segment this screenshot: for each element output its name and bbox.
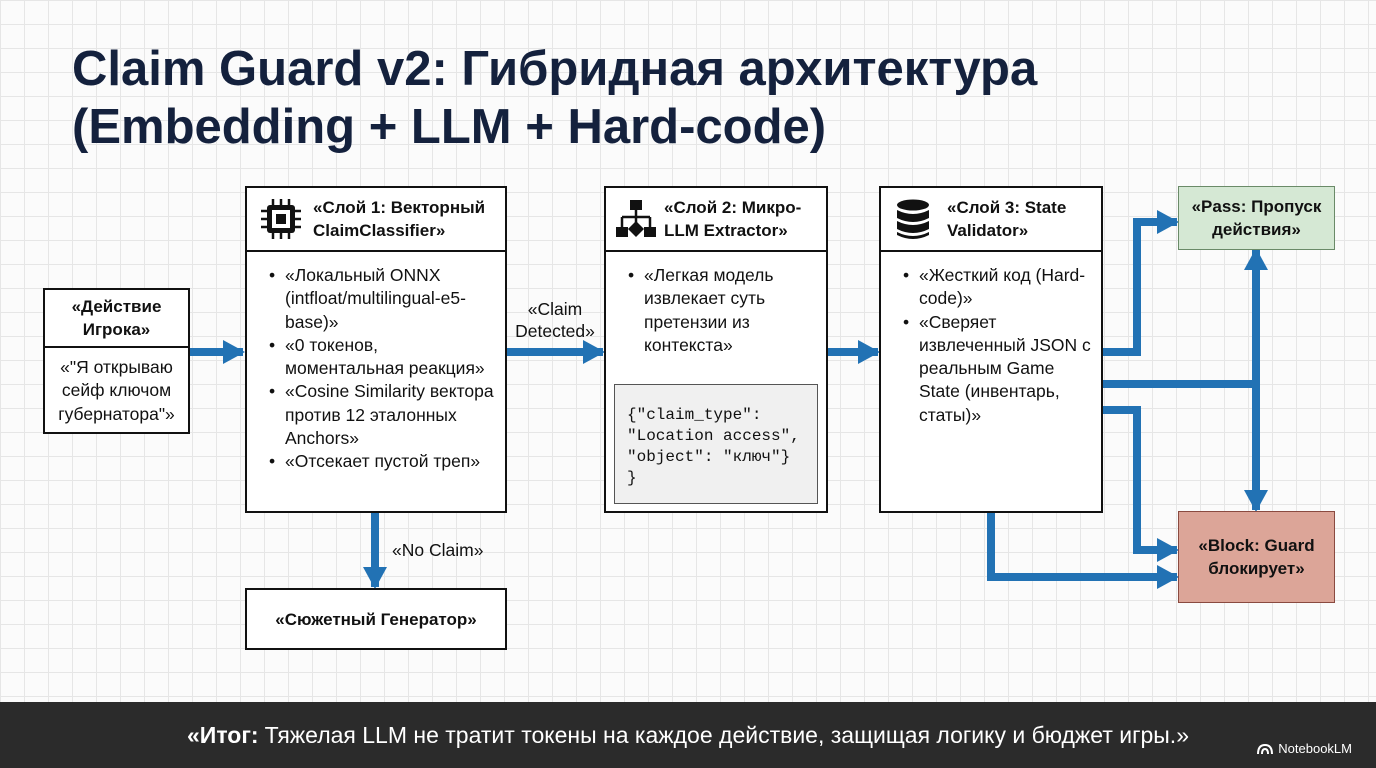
list-item: «Легкая модель извлекает суть претензии … [622, 264, 818, 357]
title-line-2: (Embedding + LLM + Hard-code) [72, 100, 827, 154]
arrow-layer3-to-pass [1102, 210, 1179, 356]
list-item: «Локальный ONNX (intfloat/multilingual-e… [263, 264, 497, 334]
block-box: «Block: Guard блокирует» [1178, 511, 1335, 603]
database-icon [897, 199, 929, 239]
chip-icon [261, 199, 301, 239]
player-action-box: «Действие Игрока» «"Я открываю сейф ключ… [43, 288, 190, 434]
pass-box: «Pass: Пропуск действия» [1178, 186, 1335, 250]
list-item: «0 токенов, моментальная реакция» [263, 334, 497, 381]
arrow-layer3-to-block-upper [1102, 406, 1179, 562]
title-line-1: Claim Guard v2: Гибридная архитектура [72, 42, 1038, 96]
layer2-header: «Слой 2: Микро-LLM Extractor» [606, 188, 826, 252]
footer-bold: «Итог: [187, 721, 259, 748]
page-title: Claim Guard v2: Гибридная архитектура (E… [72, 40, 1172, 156]
layer3-title: «Слой 3: State Validator» [947, 198, 1067, 240]
layer2-bullets: «Легкая модель извлекает суть претензии … [606, 252, 826, 357]
layer1-header: «Слой 1: Векторный ClaimClassifier» [247, 188, 505, 252]
layer2-title: «Слой 2: Микро-LLM Extractor» [664, 198, 802, 240]
code-snippet: {"claim_type": "Location access", "objec… [614, 384, 818, 504]
list-item: «Отсекает пустой треп» [263, 450, 497, 474]
layer3-box: «Слой 3: State Validator» «Жесткий код (… [879, 186, 1103, 513]
list-item: «Cosine Similarity вектора против 12 эта… [263, 380, 497, 450]
player-action-header: «Действие Игрока» [45, 290, 188, 348]
flowchart-icon [616, 200, 656, 237]
brand-name: NotebookLM [1278, 741, 1352, 756]
no-claim-label: «No Claim» [392, 540, 484, 560]
player-action-text: «"Я открываю сейф ключом губернатора"» [58, 357, 175, 424]
brand: NotebookLM [1257, 741, 1352, 756]
layer3-header: «Слой 3: State Validator» [881, 188, 1101, 252]
story-generator-box: «Сюжетный Генератор» [245, 588, 507, 650]
list-item: «Жесткий код (Hard-code)» [897, 264, 1093, 311]
layer2-box: «Слой 2: Микро-LLM Extractor» «Легкая мо… [604, 186, 828, 513]
claim-detected-label: «Claim Detected» [515, 299, 595, 341]
layer1-bullets: «Локальный ONNX (intfloat/multilingual-e… [247, 252, 505, 474]
layer1-box: «Слой 1: Векторный ClaimClassifier» «Лок… [245, 186, 507, 513]
notebooklm-logo-icon [1257, 743, 1274, 754]
footer-bar: «Итог: Тяжелая LLM не тратит токены на к… [0, 702, 1376, 768]
layer3-bullets: «Жесткий код (Hard-code)» «Сверяет извле… [881, 252, 1101, 427]
layer1-title: «Слой 1: Векторный ClaimClassifier» [313, 198, 486, 240]
footer-text: Тяжелая LLM не тратит токены на каждое д… [264, 721, 1189, 748]
list-item: «Сверяет извлеченный JSON с реальным Gam… [897, 311, 1093, 427]
arrow-layer3-to-block-lower [987, 512, 1179, 589]
